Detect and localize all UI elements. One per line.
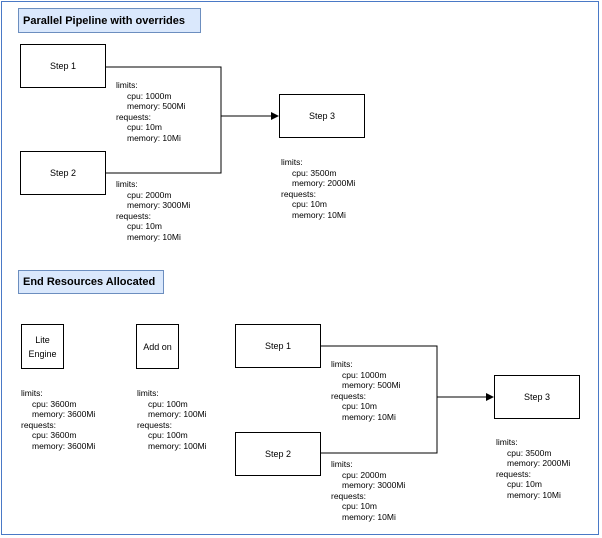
limits-memory: memory: 500Mi (127, 101, 186, 111)
limits-cpu: cpu: 2000m (342, 469, 387, 480)
requests-label: requests: (116, 111, 151, 122)
requests-cpu: cpu: 10m (342, 401, 377, 411)
s1-step1-label: Step 1 (49, 61, 77, 71)
lite-engine-label-line2: Engine (28, 348, 57, 359)
s1-step1-to-step3-line (106, 66, 222, 116)
section1-title: Parallel Pipeline with overrides (18, 8, 201, 33)
s2-step2-label: Step 2 (264, 449, 292, 459)
s1-step3-resources: limits: cpu: 3500m memory: 2000Mi reques… (281, 157, 355, 220)
limits-label: limits: (331, 459, 353, 469)
s1-step1-resources: limits: cpu: 1000m memory: 500Mi request… (116, 80, 186, 143)
s2-lite-engine-resources: limits: cpu: 3600m memory: 3600Mi reques… (21, 388, 95, 451)
requests-cpu: cpu: 3600m (32, 430, 77, 440)
s1-step1-box: Step 1 (20, 44, 106, 88)
requests-cpu: cpu: 10m (127, 122, 162, 132)
requests-label: requests: (331, 490, 366, 501)
s2-step2-to-step3-line (321, 397, 438, 454)
s2-lite-engine-box: Lite Engine (21, 324, 64, 369)
s2-step1-box: Step 1 (235, 324, 321, 368)
limits-label: limits: (331, 359, 353, 369)
s2-step3-box: Step 3 (494, 375, 580, 419)
requests-label: requests: (116, 210, 151, 221)
s1-step2-label: Step 2 (49, 168, 77, 178)
limits-cpu: cpu: 100m (148, 398, 188, 409)
requests-cpu: cpu: 10m (127, 221, 162, 231)
limits-cpu: cpu: 1000m (342, 369, 387, 380)
limits-cpu: cpu: 2000m (127, 189, 172, 200)
limits-label: limits: (496, 437, 518, 447)
s2-add-on-box: Add on (136, 324, 179, 369)
s2-step3-resources: limits: cpu: 3500m memory: 2000Mi reques… (496, 437, 570, 500)
requests-memory: memory: 10Mi (342, 411, 396, 422)
requests-memory: memory: 10Mi (127, 231, 181, 242)
requests-label: requests: (137, 419, 172, 430)
requests-memory: memory: 10Mi (292, 209, 346, 220)
requests-cpu: cpu: 10m (507, 479, 542, 489)
requests-memory: memory: 100Mi (148, 440, 207, 451)
limits-label: limits: (21, 388, 43, 398)
limits-label: limits: (116, 179, 138, 189)
s2-add-on-resources: limits: cpu: 100m memory: 100Mi requests… (137, 388, 207, 451)
add-on-label: Add on (143, 341, 172, 352)
limits-memory: memory: 3600Mi (32, 409, 96, 419)
requests-label: requests: (331, 390, 366, 401)
limits-memory: memory: 500Mi (342, 380, 401, 390)
limits-memory: memory: 100Mi (148, 409, 207, 419)
s1-step2-resources: limits: cpu: 2000m memory: 3000Mi reques… (116, 179, 190, 242)
limits-label: limits: (281, 157, 303, 167)
requests-memory: memory: 10Mi (127, 132, 181, 143)
s2-step1-resources: limits: cpu: 1000m memory: 500Mi request… (331, 359, 401, 422)
limits-cpu: cpu: 3500m (292, 167, 337, 178)
limits-label: limits: (116, 80, 138, 90)
s1-step3-box: Step 3 (279, 94, 365, 138)
requests-label: requests: (21, 419, 56, 430)
requests-memory: memory: 10Mi (507, 489, 561, 500)
limits-label: limits: (137, 388, 159, 398)
section2-title: End Resources Allocated (18, 270, 164, 294)
s2-step2-resources: limits: cpu: 2000m memory: 3000Mi reques… (331, 459, 405, 522)
limits-memory: memory: 2000Mi (292, 178, 356, 188)
s1-step2-box: Step 2 (20, 151, 106, 195)
requests-label: requests: (496, 468, 531, 479)
requests-cpu: cpu: 10m (342, 501, 377, 511)
requests-memory: memory: 10Mi (342, 511, 396, 522)
limits-memory: memory: 3000Mi (127, 200, 191, 210)
requests-cpu: cpu: 100m (148, 430, 188, 440)
s1-step3-label: Step 3 (308, 111, 336, 121)
limits-memory: memory: 2000Mi (507, 458, 571, 468)
s1-step2-to-step3-line (106, 116, 222, 174)
limits-memory: memory: 3000Mi (342, 480, 406, 490)
s2-step1-label: Step 1 (264, 341, 292, 351)
requests-cpu: cpu: 10m (292, 199, 327, 209)
s2-step3-label: Step 3 (523, 392, 551, 402)
s2-step2-box: Step 2 (235, 432, 321, 476)
lite-engine-label-line1: Lite (35, 334, 50, 345)
limits-cpu: cpu: 3500m (507, 447, 552, 458)
limits-cpu: cpu: 1000m (127, 90, 172, 101)
limits-cpu: cpu: 3600m (32, 398, 77, 409)
s2-step1-to-step3-line (321, 345, 438, 397)
requests-memory: memory: 3600Mi (32, 440, 96, 451)
requests-label: requests: (281, 188, 316, 199)
